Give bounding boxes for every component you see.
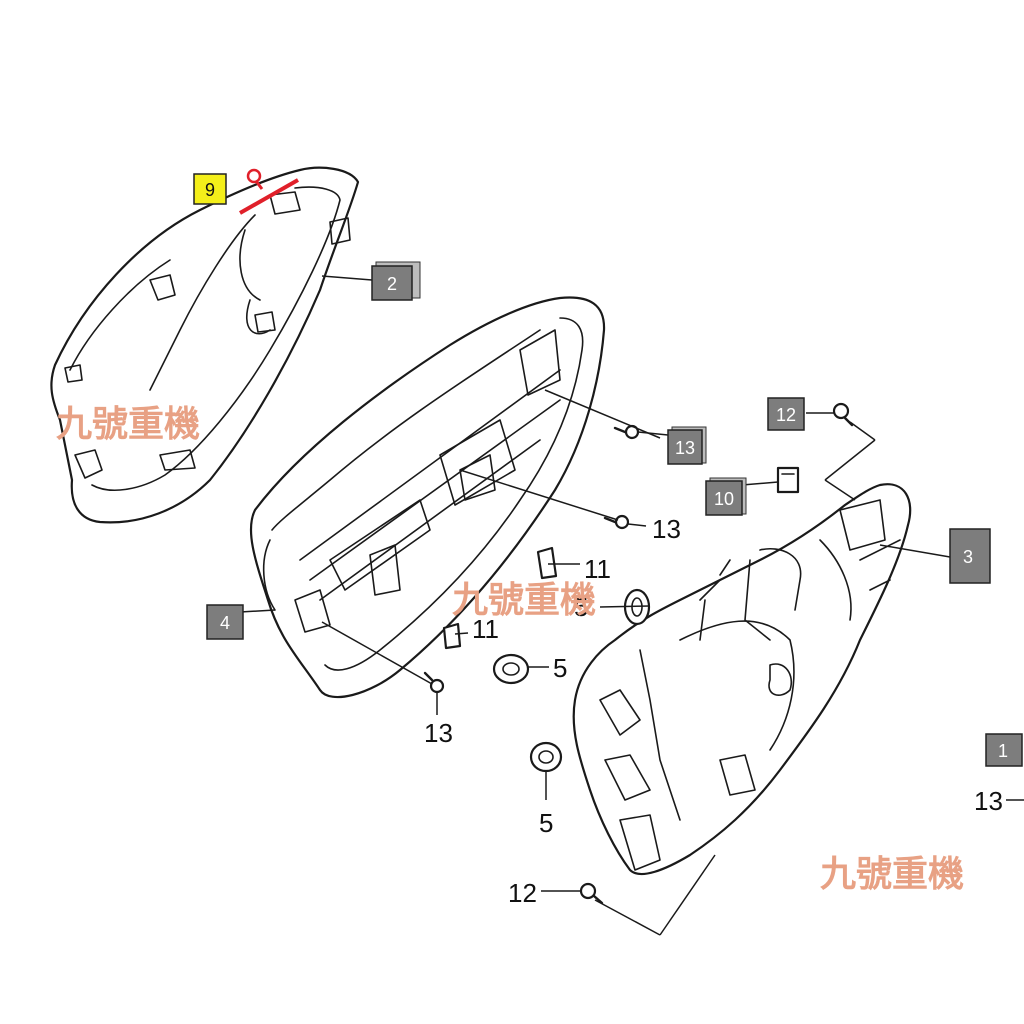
bolt-12-upper (832, 402, 854, 427)
callout-13-label: 13 (675, 438, 695, 458)
watermark-center: 九號重機 (452, 580, 596, 621)
grommet-5-c (529, 741, 563, 773)
callout-3-label: 3 (963, 547, 973, 567)
grommet-5-b (492, 653, 530, 685)
watermark-right: 九號重機 (820, 854, 964, 895)
label-13-middle: 13 (652, 514, 681, 544)
label-13-lower: 13 (424, 718, 453, 748)
label-11-upper: 11 (584, 554, 611, 584)
part-2-side-cover (50, 166, 360, 524)
clip-10 (776, 466, 800, 494)
callout-9: 9 (193, 173, 227, 205)
callout-3: 3 (949, 528, 991, 584)
callout-12-box: 12 (767, 397, 805, 431)
label-12-lower: 12 (508, 878, 537, 908)
callout-9-label: 9 (205, 180, 215, 200)
callout-13-box: 13 (667, 426, 707, 465)
callout-4-label: 4 (220, 613, 230, 633)
label-13-right: 13 (974, 786, 1003, 816)
callout-1: 1 (985, 733, 1023, 767)
part-9-screw-icon (246, 168, 264, 190)
callout-1-label: 1 (998, 741, 1008, 761)
label-5-middle: 5 (553, 653, 567, 683)
part-3-bracket (572, 483, 912, 875)
part-4-inner-cover (249, 296, 606, 699)
callout-10-label: 10 (714, 489, 734, 509)
callout-4: 4 (206, 604, 244, 640)
watermark-left: 九號重機 (56, 404, 200, 445)
label-5-lower: 5 (539, 808, 553, 838)
callout-10: 10 (705, 477, 747, 516)
bolt-13-lower (423, 671, 445, 694)
clip-11-upper (536, 546, 558, 580)
leader-lines (239, 275, 1024, 936)
label-11-lower: 11 (472, 614, 499, 644)
callout-2-label: 2 (387, 274, 397, 294)
callout-12-label: 12 (776, 405, 796, 425)
label-5-upper: 5 (574, 592, 588, 622)
callout-2: 2 (371, 261, 421, 301)
clip-11-lower (442, 622, 462, 650)
highlight-line (239, 178, 299, 215)
bolt-13-middle (603, 514, 630, 530)
bolt-12-lower (579, 882, 604, 905)
